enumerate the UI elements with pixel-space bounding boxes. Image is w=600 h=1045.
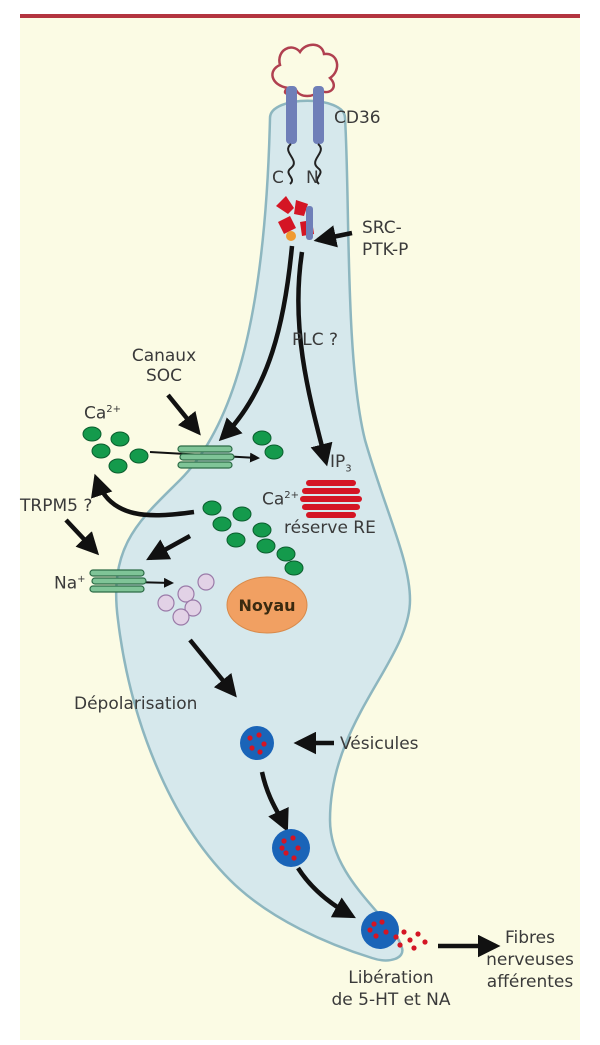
- ip3-label: IP3: [330, 452, 352, 475]
- sodium-ion: [177, 585, 195, 603]
- sodium-ions: [157, 573, 215, 626]
- calcium-ion: [91, 443, 111, 459]
- c-terminus-label: C: [272, 168, 284, 188]
- sodium-ion: [184, 599, 202, 617]
- er-calcium-label: Ca2+: [262, 489, 300, 510]
- arrow-vesicle-move-1: [259, 771, 289, 833]
- arrow-to-vesicle: [188, 638, 237, 698]
- vesicles-label: Vésicules: [340, 734, 419, 754]
- sodium-ion-label: Na+: [54, 573, 86, 594]
- calcium-ion: [110, 431, 130, 447]
- na-channel-icon: [89, 569, 147, 593]
- calcium-ions: [82, 426, 304, 576]
- calcium-ion: [82, 426, 102, 442]
- released-granules: [393, 929, 428, 951]
- soc-label-line2: SOC: [145, 366, 183, 386]
- plc-label: PLC ?: [292, 330, 339, 350]
- er-store-label: réserve RE: [284, 518, 376, 538]
- depolarisation-label: Dépolarisation: [74, 694, 198, 714]
- calcium-ion: [108, 458, 128, 474]
- endoplasmic-reticulum-icon: [300, 480, 362, 518]
- soc-channel-icon: [177, 445, 235, 469]
- calcium-ion: [129, 448, 149, 464]
- release-label-line1: Libération: [348, 968, 434, 988]
- kinase-cluster-icon: [276, 196, 314, 241]
- kinase-label-line2: PTK-P: [362, 240, 409, 260]
- arrow-er-to-calcium: [91, 473, 195, 518]
- arrow-er-to-sodium: [146, 534, 192, 561]
- vesicle-icon: [240, 726, 274, 760]
- sodium-ion: [157, 594, 175, 612]
- fibres-label-line1: Fibres: [505, 928, 555, 948]
- arrow-trpm5-pointer: [64, 518, 100, 556]
- calcium-ion: [252, 430, 272, 446]
- sodium-ion: [197, 573, 215, 591]
- arrow-cd36-to-soc: [218, 245, 295, 442]
- arrow-vesicle-move-2: [296, 866, 356, 919]
- trpm5-label: TRPM5 ?: [20, 496, 93, 516]
- soc-label-line1: Canaux: [131, 346, 197, 366]
- kinase-label-line1: SRC-: [362, 218, 402, 238]
- arrow-soc-pointer: [166, 393, 201, 436]
- arrow-kinase-pointer: [313, 225, 353, 248]
- n-terminus-label: N: [306, 168, 319, 188]
- calcium-ion: [212, 516, 232, 532]
- cd36-receptor-icon: [271, 43, 339, 185]
- cd36-label: CD36: [334, 108, 381, 128]
- calcium-ion: [232, 506, 252, 522]
- nucleus: [226, 576, 308, 634]
- signal-arrows: [64, 225, 501, 958]
- nucleus-label: Noyau: [238, 596, 296, 615]
- calcium-ion: [202, 500, 222, 516]
- calcium-ion: [226, 532, 246, 548]
- calcium-ion: [264, 444, 284, 460]
- sodium-ion: [172, 608, 190, 626]
- release-label-line2: de 5-HT et NA: [331, 990, 451, 1010]
- calcium-ion: [252, 522, 272, 538]
- vesicle-icon: [272, 829, 310, 867]
- fibres-label-line2: nerveuses: [486, 950, 574, 970]
- vesicle-icon: [361, 911, 399, 949]
- calcium-ion-label: Ca2+: [84, 403, 122, 424]
- fibres-label-line3: afférentes: [486, 972, 574, 992]
- top-rule: [20, 14, 580, 18]
- arrow-plc-to-ip3: [296, 251, 333, 467]
- calcium-ion: [256, 538, 276, 554]
- calcium-ion: [276, 546, 296, 562]
- calcium-ion: [284, 560, 304, 576]
